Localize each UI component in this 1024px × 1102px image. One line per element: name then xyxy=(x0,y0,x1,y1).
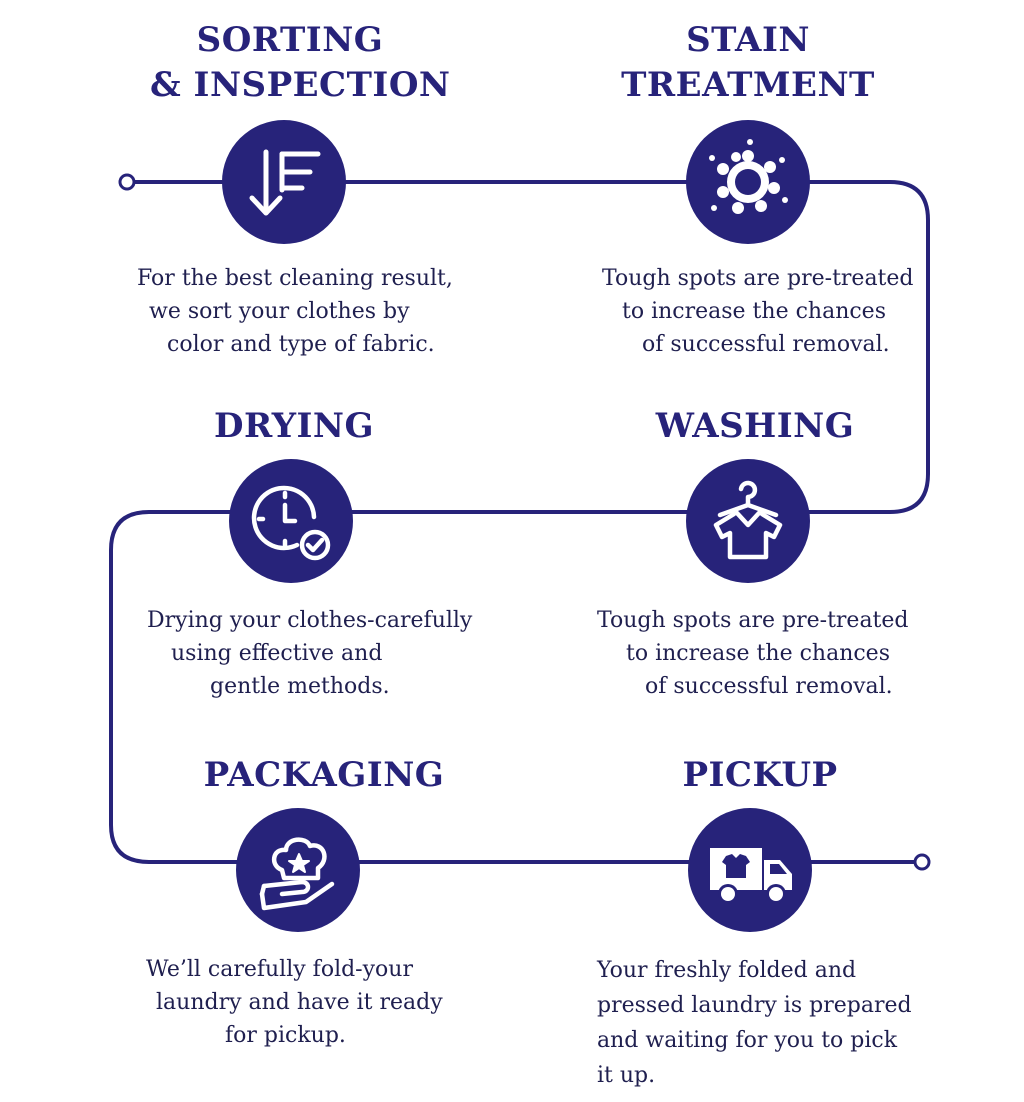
desc-line: pressed laundry is prepared xyxy=(597,993,912,1018)
step-title-line: TREATMENT xyxy=(621,65,875,105)
desc-line: laundry and have it ready xyxy=(156,990,443,1015)
step-circle-drying xyxy=(229,459,353,583)
step-title-line: PICKUP xyxy=(682,755,838,795)
desc-line: Tough spots are pre-treated xyxy=(602,266,914,291)
clock-check-icon xyxy=(251,485,331,561)
step-title-line: WASHING xyxy=(655,406,855,446)
desc-line: it up. xyxy=(597,1063,656,1088)
sort-down-icon xyxy=(249,149,321,216)
step-title-washing: WASHING xyxy=(615,404,895,449)
desc-line: gentle methods. xyxy=(210,674,390,699)
step-title-pickup: PICKUP xyxy=(620,753,900,798)
step-title-line: PACKAGING xyxy=(203,755,445,795)
step-circle-pickup xyxy=(688,808,812,932)
flow-start-dot xyxy=(118,173,136,191)
step-circle-packaging xyxy=(236,808,360,932)
step-circle-washing xyxy=(686,459,810,583)
desc-line: Drying your clothes-carefully xyxy=(147,608,473,633)
step-title-line: DRYING xyxy=(214,406,374,446)
desc-line: For the best cleaning result, xyxy=(137,266,453,291)
step-title-stain: STAIN TREATMENT xyxy=(608,18,888,108)
step-desc-washing: Tough spots are pre-treated to increase … xyxy=(597,604,909,703)
desc-line: of successful removal. xyxy=(645,674,893,699)
step-desc-drying: Drying your clothes-carefully using effe… xyxy=(147,604,472,703)
desc-line: We’ll carefully fold-your xyxy=(146,957,413,982)
step-title-line: STAIN xyxy=(686,20,810,60)
step-desc-stain: Tough spots are pre-treated to increase … xyxy=(602,262,914,361)
desc-line: we sort your clothes by xyxy=(149,299,410,324)
desc-line: Your freshly folded and xyxy=(597,958,857,983)
flow-end-dot xyxy=(913,853,931,871)
step-desc-pickup: Your freshly folded and pressed laundry … xyxy=(597,953,912,1093)
hanger-shirt-icon xyxy=(713,480,783,560)
step-desc-sorting: For the best cleaning result, we sort yo… xyxy=(137,262,453,361)
desc-line: using effective and xyxy=(171,641,383,666)
desc-line: for pickup. xyxy=(225,1023,346,1048)
step-title-line: & INSPECTION xyxy=(150,65,451,105)
folded-package-icon xyxy=(259,837,335,911)
desc-line: of successful removal. xyxy=(642,332,890,357)
step-title-sorting: SORTING & INSPECTION xyxy=(150,18,451,108)
step-title-line: SORTING xyxy=(196,20,384,60)
desc-line: Tough spots are pre-treated xyxy=(597,608,909,633)
step-circle-sorting xyxy=(222,120,346,244)
step-title-packaging: PACKAGING xyxy=(184,753,464,798)
step-circle-stain xyxy=(686,120,810,244)
desc-line: to increase the chances xyxy=(626,641,890,666)
desc-line: color and type of fabric. xyxy=(167,332,435,357)
step-title-drying: DRYING xyxy=(154,404,434,449)
desc-line: to increase the chances xyxy=(622,299,886,324)
stain-splash-icon xyxy=(709,139,788,214)
desc-line: and waiting for you to pick xyxy=(597,1028,898,1053)
delivery-truck-icon xyxy=(710,848,792,904)
step-desc-packaging: We’ll carefully fold-your laundry and ha… xyxy=(146,953,443,1052)
